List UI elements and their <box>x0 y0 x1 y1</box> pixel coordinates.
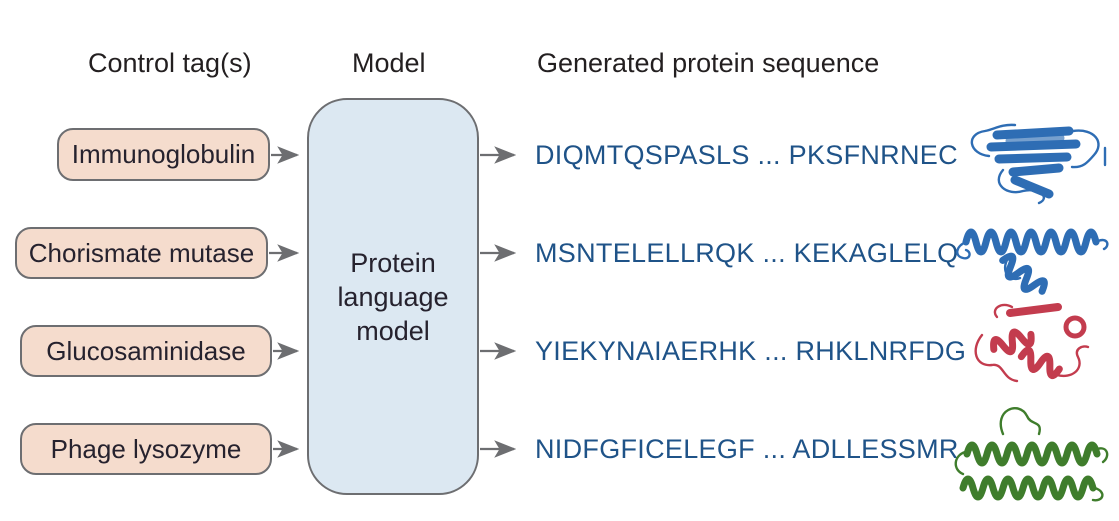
sequence-row-4: NIDFGFICELEGF ... ADLLESSMR <box>535 434 959 464</box>
header-control-tags: Control tag(s) <box>88 48 252 78</box>
helix-end-on <box>1063 315 1087 339</box>
loop <box>974 333 1019 383</box>
sequence-row-3: YIEKYNAIAERHK ... RHKLNRFDG <box>535 336 967 366</box>
loop <box>956 240 971 260</box>
structure-chorismate-mutase-ribbon <box>956 228 1109 295</box>
loop <box>954 450 967 476</box>
alpha-helix-long <box>962 228 1100 256</box>
structure-glucosaminidase-ribbon <box>974 303 1090 383</box>
loop <box>997 168 1046 205</box>
tag-glucosaminidase: Glucosaminidase <box>20 325 272 377</box>
tag-immunoglobulin: Immunoglobulin <box>57 128 270 181</box>
alpha-helix-upper <box>963 441 1101 467</box>
beta-strand <box>994 152 1072 164</box>
loop <box>1091 486 1104 502</box>
tag-label: Phage lysozyme <box>50 433 242 464</box>
beta-strand <box>1010 175 1054 199</box>
beta-strand <box>1006 303 1062 317</box>
loop <box>993 303 1014 319</box>
alpha-helix <box>1017 346 1063 380</box>
model-box-label: Protein language model <box>337 247 449 346</box>
beta-strand <box>986 139 1081 152</box>
protein-language-model-box: Protein language model <box>307 98 479 495</box>
tag-label: Immunoglobulin <box>71 139 256 169</box>
alpha-helix-diagonal <box>999 252 1048 295</box>
beta-strand <box>1008 163 1064 177</box>
header-generated-sequence: Generated protein sequence <box>537 48 880 78</box>
beta-strand-back <box>1005 133 1065 146</box>
alpha-helix-lower <box>959 475 1097 501</box>
structure-immunoglobulin-ribbon <box>970 123 1107 205</box>
loop <box>970 123 1017 158</box>
beta-strand <box>992 126 1074 140</box>
tag-chorismate-mutase: Chorismate mutase <box>15 227 268 279</box>
tag-phage-lysozyme: Phage lysozyme <box>20 423 272 475</box>
structure-phage-lysozyme-ribbon <box>954 407 1109 502</box>
tag-label: Glucosaminidase <box>46 335 246 366</box>
loop <box>1055 345 1090 378</box>
loop <box>1070 129 1100 169</box>
loop <box>1096 238 1109 251</box>
tag-label: Chorismate mutase <box>28 237 255 268</box>
sequence-row-2: MSNTELELLRQK ... KEKAGLELQ <box>535 238 959 268</box>
header-model: Model <box>352 48 426 78</box>
alpha-helix <box>990 328 1035 356</box>
loop <box>999 407 1041 436</box>
sequence-row-1: DIQMTQSPASLS ... PKSFNRNEC <box>535 140 958 170</box>
